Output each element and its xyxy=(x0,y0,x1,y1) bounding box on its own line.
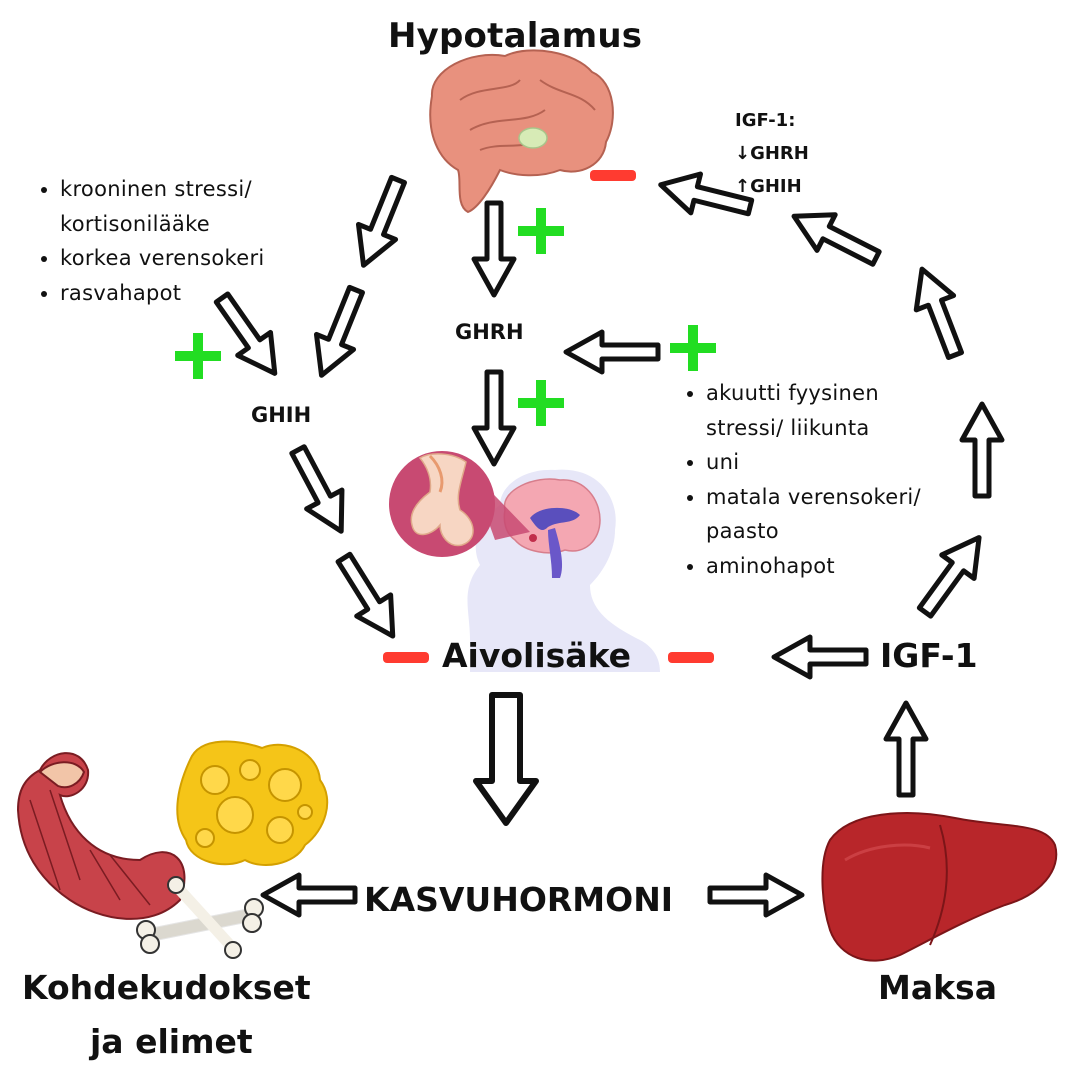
inhibit-sign-igf1-hypothalamus xyxy=(590,170,636,181)
ghrh-label: GHRH xyxy=(455,320,524,344)
arrow-ghih-to-pituitary-2 xyxy=(327,547,410,646)
ghrh-stimulus-item: aminohapot xyxy=(706,549,921,584)
arrow-factors-to-ghrh xyxy=(566,332,658,372)
arrow-pituitary-to-gh xyxy=(476,695,536,823)
ghih-stimuli-list: krooninen stressi/ kortisonilääke korkea… xyxy=(34,172,265,310)
arrow-feedback-2 xyxy=(785,198,885,275)
ghrh-stimulus-item: akuutti fyysinen xyxy=(706,376,921,411)
target-tissues-label-line2: ja elimet xyxy=(90,1022,253,1061)
arrow-hypothalamus-to-ghrh xyxy=(474,203,514,295)
arrow-feedback-5 xyxy=(909,526,995,624)
liver-icon xyxy=(821,812,1058,962)
ghrh-stimulus-item: uni xyxy=(706,445,921,480)
arrow-feedback-3 xyxy=(903,262,973,362)
inhibit-sign-ghih-pituitary xyxy=(383,652,429,663)
muscle-arm-icon xyxy=(16,752,186,920)
ghrh-stimulus-item: matala verensokeri/ xyxy=(706,480,921,515)
hypothalamus-label: Hypotalamus xyxy=(388,16,643,56)
arrow-hypothalamus-to-ghih-2 xyxy=(303,283,375,383)
ghih-stimulus-item: korkea verensokeri xyxy=(60,241,265,276)
brain-icon xyxy=(429,49,614,214)
ghrh-stimulus-item-continued: paasto xyxy=(706,519,779,543)
pituitary-gland-icon xyxy=(389,451,495,557)
igf1-label: IGF-1 xyxy=(880,636,978,675)
arrow-igf1-to-pituitary xyxy=(774,637,866,677)
arrow-liver-to-igf1 xyxy=(886,703,926,795)
ghih-stimulus-item: krooninen stressi/ xyxy=(60,172,265,207)
target-tissues-label-line1: Kohdekudokset xyxy=(22,968,311,1007)
igf1-feedback-ghih: ↑GHIH xyxy=(735,176,802,197)
arrow-gh-to-targets xyxy=(263,875,355,915)
ghrh-stimulus-item-continued: stressi/ liikunta xyxy=(706,415,870,440)
fat-cells-icon xyxy=(176,740,329,866)
arrow-gh-to-liver xyxy=(710,875,802,915)
stimulate-sign-factors-ghrh xyxy=(670,325,716,371)
ghih-label: GHIH xyxy=(251,403,312,427)
igf1-feedback-title: IGF-1: xyxy=(735,110,796,131)
stimulate-sign-factors-ghih xyxy=(175,333,221,379)
igf1-feedback-note: IGF-1: ↓GHRH ↑GHIH xyxy=(735,104,809,203)
liver-label: Maksa xyxy=(878,968,997,1007)
arrow-hypothalamus-to-ghih-1 xyxy=(345,173,417,273)
inhibit-sign-igf1-pituitary xyxy=(668,652,714,663)
bones-icon xyxy=(136,876,264,959)
pituitary-label: Aivolisäke xyxy=(442,636,632,675)
stimulate-sign-ghrh-pituitary xyxy=(518,380,564,426)
igf1-feedback-ghrh: ↓GHRH xyxy=(735,143,809,164)
growth-hormone-label: KASVUHORMONI xyxy=(364,880,674,919)
ghih-stimulus-item-continued: kortisonilääke xyxy=(60,211,211,236)
ghrh-stimuli-list: akuutti fyysinen stressi/ liikunta uni m… xyxy=(680,376,921,583)
ghih-stimulus-item: rasvahapot xyxy=(60,276,265,311)
arrow-ghrh-to-pituitary xyxy=(474,372,514,464)
arrow-feedback-4 xyxy=(962,404,1002,496)
stimulate-sign-hypothalamus-ghrh xyxy=(518,208,564,254)
arrow-ghih-to-pituitary-1 xyxy=(280,441,359,541)
